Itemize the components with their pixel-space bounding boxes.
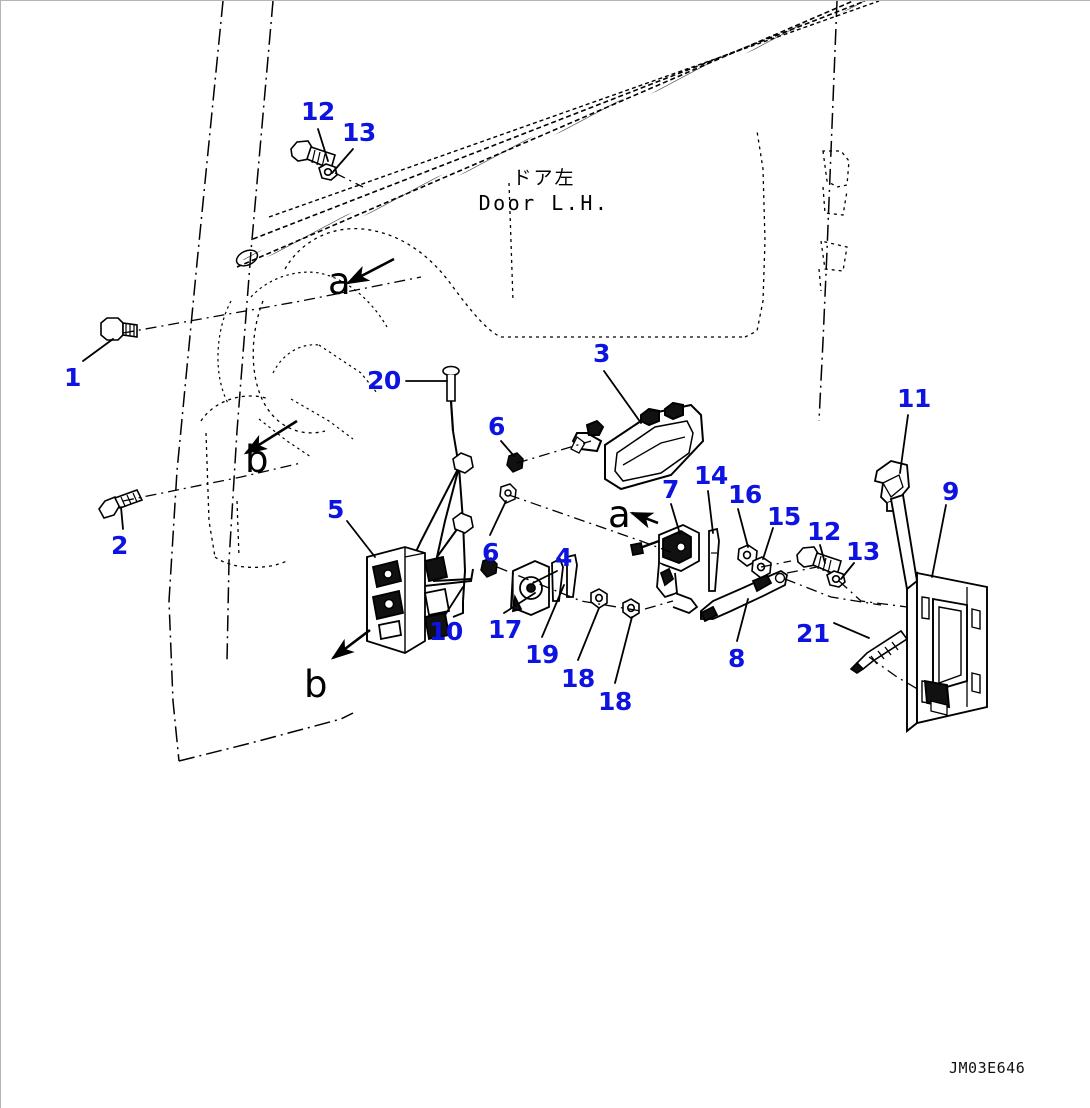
callout-15: 15 xyxy=(767,502,801,531)
section-mark-b-1: b xyxy=(245,438,269,481)
section-arrows xyxy=(243,257,659,660)
diagram-title-jp: ドア左 xyxy=(512,167,576,189)
section-mark-a-2: a xyxy=(608,493,631,536)
callout-12: 12 xyxy=(301,97,335,126)
part-6-clip-lower xyxy=(499,483,517,504)
part-4-rotary-catch xyxy=(510,560,550,616)
part-9-striker-plate-assembly xyxy=(889,493,988,733)
part-7-lever-bracket xyxy=(629,524,700,615)
door-panel-edges xyxy=(200,130,766,569)
assembly-reference-lines xyxy=(122,172,922,692)
part-2-screw xyxy=(98,489,144,519)
part-6-clip-third xyxy=(480,557,498,578)
drawing-code: JM03E646 xyxy=(949,1059,1026,1077)
callout-17: 17 xyxy=(488,615,522,644)
door-hinges xyxy=(818,150,850,292)
callout-6b: 6 xyxy=(482,538,499,567)
part-18-washer-b xyxy=(622,598,640,619)
part-10-pivot-joints xyxy=(452,452,474,534)
callout-3: 3 xyxy=(593,339,610,368)
callout-2: 2 xyxy=(111,531,128,560)
part-5-door-lock-assembly xyxy=(366,546,451,654)
callout-12b: 12 xyxy=(807,517,841,546)
callout-5: 5 xyxy=(327,495,344,524)
part-3-outer-door-handle xyxy=(570,401,705,491)
callout-16: 16 xyxy=(728,480,762,509)
callout-21: 21 xyxy=(796,619,830,648)
window-surround-detail xyxy=(217,271,388,458)
section-mark-b-3: b xyxy=(304,663,328,706)
callout-leaders xyxy=(82,128,947,684)
callout-20: 20 xyxy=(367,366,401,395)
part-14-pin xyxy=(708,527,720,592)
part-21-tapping-screw xyxy=(849,629,909,674)
callout-11: 11 xyxy=(897,384,931,413)
part-20-lock-knob-rod xyxy=(442,365,460,432)
callout-14: 14 xyxy=(694,461,728,490)
diagram-title: ドア左 Door L.H. xyxy=(444,167,644,216)
window-rail xyxy=(235,1,880,268)
part-1-bolt-washer xyxy=(100,317,138,341)
callout-13b: 13 xyxy=(846,537,880,566)
door-outline xyxy=(168,1,838,762)
part-18-washer-a xyxy=(590,588,608,609)
callout-18b: 18 xyxy=(598,687,632,716)
callout-8: 8 xyxy=(728,644,745,673)
callout-18a: 18 xyxy=(561,664,595,693)
section-mark-a-0: a xyxy=(328,260,351,303)
callout-4: 4 xyxy=(555,543,572,572)
part-19-pin xyxy=(566,553,578,598)
callout-19: 19 xyxy=(525,640,559,669)
part-6-clip-upper xyxy=(506,452,524,473)
diagram-title-en: Door L.H. xyxy=(478,190,610,215)
part-13-washer-upper xyxy=(318,163,338,181)
callout-13: 13 xyxy=(342,118,376,147)
callout-1: 1 xyxy=(64,363,81,392)
callout-9: 9 xyxy=(942,477,959,506)
callout-7: 7 xyxy=(662,475,679,504)
callout-6a: 6 xyxy=(488,412,505,441)
callout-10: 10 xyxy=(429,617,463,646)
